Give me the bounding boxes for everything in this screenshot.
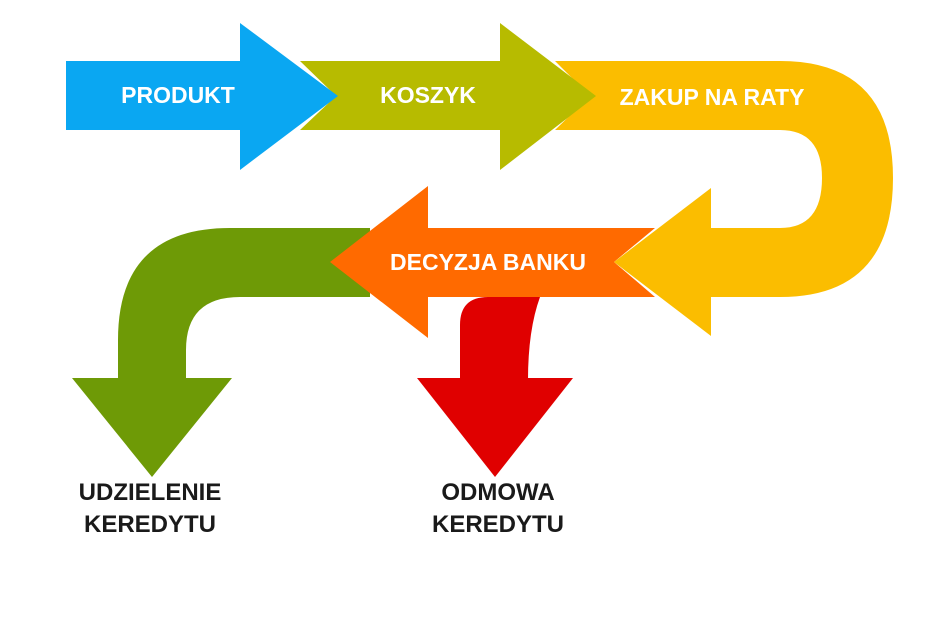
zakup-arrow-head bbox=[614, 188, 711, 336]
decyzja-label: DECYZJA BANKU bbox=[390, 249, 586, 275]
zakup-label: ZAKUP NA RATY bbox=[620, 84, 805, 110]
approval-arrow-body bbox=[118, 228, 370, 380]
rejected-label-line2: KEREDYTU bbox=[432, 511, 564, 538]
koszyk-arrow-shape bbox=[300, 23, 596, 170]
rejection-arrow bbox=[417, 297, 573, 477]
decyzja-arrow bbox=[330, 186, 655, 338]
zakup-arrow bbox=[555, 61, 893, 336]
rejected-label-line1: ODMOWA bbox=[441, 479, 554, 506]
approval-arrow-head bbox=[72, 378, 232, 477]
produkt-arrow bbox=[66, 23, 338, 170]
decyzja-arrow-shape bbox=[330, 186, 655, 338]
koszyk-arrow bbox=[300, 23, 596, 170]
approved-label-line1: UDZIELENIE bbox=[79, 479, 222, 506]
approved-label-line2: KEREDYTU bbox=[84, 511, 216, 538]
approval-arrow bbox=[72, 228, 370, 477]
koszyk-label: KOSZYK bbox=[380, 82, 476, 108]
rejection-arrow-body bbox=[460, 297, 540, 380]
zakup-arrow-body bbox=[555, 61, 893, 297]
produkt-arrow-shape bbox=[66, 23, 338, 170]
produkt-label: PRODUKT bbox=[121, 82, 235, 108]
rejection-arrow-head bbox=[417, 378, 573, 477]
